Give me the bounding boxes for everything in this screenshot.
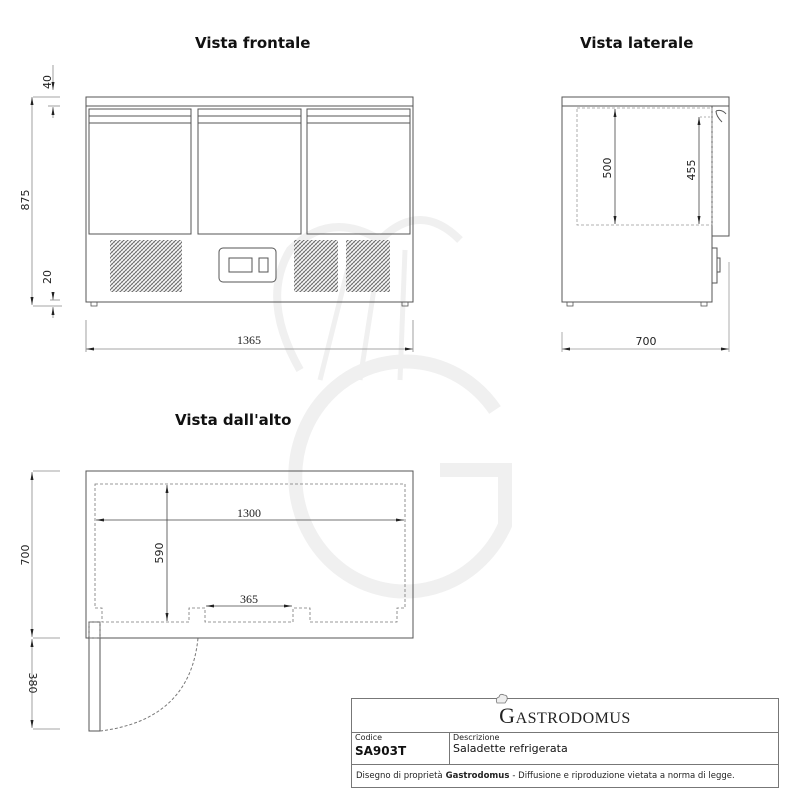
description-value: Saladette refrigerata — [453, 742, 568, 755]
top-dimensions — [30, 470, 404, 730]
front-dim-height: 875 — [19, 190, 32, 211]
code-label: Codice — [355, 733, 383, 742]
side-view — [561, 96, 730, 307]
side-dimensions — [561, 107, 730, 352]
front-dim-width: 1365 — [237, 333, 261, 347]
side-dim-door-height: 455 — [685, 160, 698, 181]
side-dim-inner-height: 500 — [601, 158, 614, 179]
side-view-title: Vista laterale — [580, 34, 694, 52]
brand-logo: GASTRODOMUS — [352, 693, 778, 733]
top-dim-door-opening: 365 — [240, 592, 258, 606]
front-view-title: Vista frontale — [195, 34, 311, 52]
chef-hat-icon — [496, 693, 508, 703]
watermark-logo — [273, 216, 512, 599]
top-view-title: Vista dall'alto — [175, 411, 292, 429]
front-dim-feet: 20 — [41, 270, 54, 284]
code-value: SA903T — [355, 744, 407, 758]
description-cell: Descrizione Saladette refrigerata — [450, 733, 778, 764]
top-dim-door-swing: 380 — [26, 673, 39, 694]
title-block: GASTRODOMUS Codice SA903T Descrizione Sa… — [351, 693, 779, 788]
top-dim-depth: 700 — [19, 545, 32, 566]
top-dim-inner-width: 1300 — [237, 506, 261, 520]
top-dim-inner-depth: 590 — [153, 543, 166, 564]
front-dim-top: 40 — [41, 75, 54, 89]
code-cell: Codice SA903T — [352, 733, 450, 764]
side-dim-depth: 700 — [636, 335, 657, 348]
top-inner-outline — [88, 483, 406, 639]
description-label: Descrizione — [453, 733, 500, 742]
front-dimensions — [30, 65, 414, 352]
brand-name: GASTRODOMUS — [496, 693, 631, 729]
front-view — [85, 96, 414, 307]
copyright-notice: Disegno di proprietà Gastrodomus - Diffu… — [356, 771, 735, 781]
